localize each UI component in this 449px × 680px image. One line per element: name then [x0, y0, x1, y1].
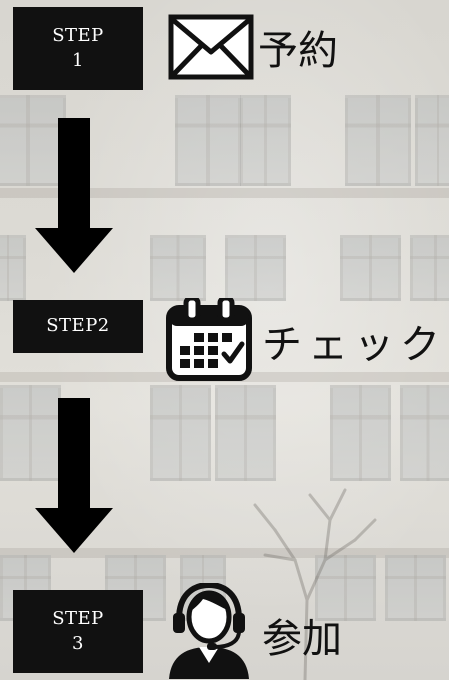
window: [385, 555, 446, 621]
down-arrow-icon: [35, 118, 113, 273]
step-1-box: STEP 1: [13, 7, 143, 90]
window: [0, 235, 26, 301]
window: [150, 235, 206, 301]
headset-operator-icon: [169, 583, 249, 679]
facade-band: [0, 548, 449, 558]
window: [150, 385, 211, 481]
window: [175, 95, 241, 186]
calendar-check-icon: [166, 298, 252, 381]
step-1-label: 予約: [258, 28, 338, 74]
window: [400, 385, 449, 481]
down-arrow-icon: [35, 398, 113, 553]
window: [240, 95, 291, 186]
step-2-label: チェック: [262, 322, 446, 368]
facade-band: [0, 188, 449, 198]
window: [225, 235, 286, 301]
window: [415, 95, 449, 186]
window: [345, 95, 411, 186]
window: [340, 235, 401, 301]
window: [330, 385, 391, 481]
bare-tree: [253, 488, 377, 680]
window: [410, 235, 449, 301]
step-3-box: STEP 3: [13, 590, 143, 673]
envelope-icon: [168, 14, 254, 80]
window: [0, 95, 66, 186]
step-3-label: 参加: [262, 616, 342, 662]
window: [315, 555, 376, 621]
step-2-box: STEP2: [13, 300, 143, 353]
window: [215, 385, 276, 481]
